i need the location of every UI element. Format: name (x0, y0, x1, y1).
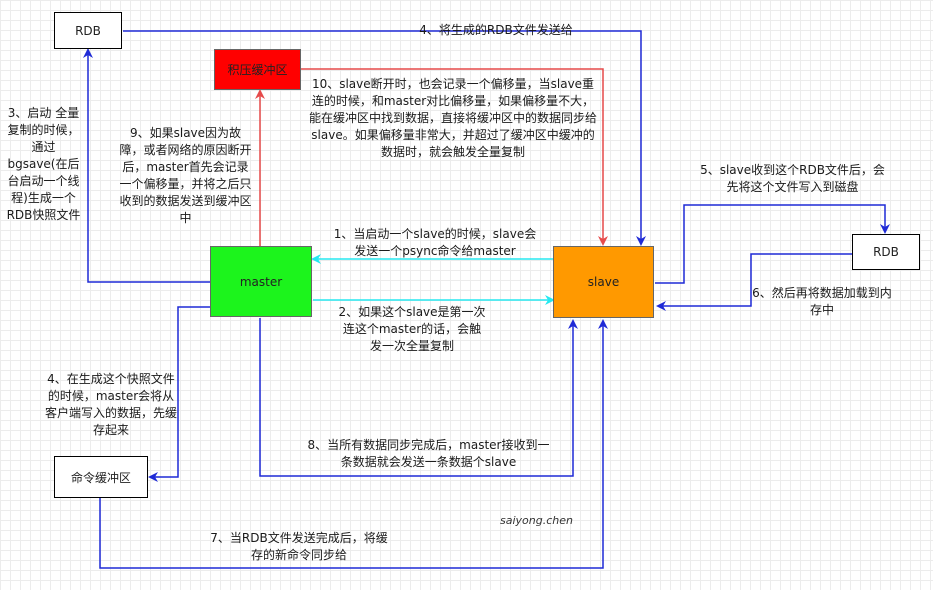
step-8-incremental-note: 8、当所有数据同步完成后，master接收到一条数据就会发送一条数据个slave (307, 438, 550, 469)
step-10-reconnect-note: 10、slave断开时，也会记录一个偏移量，当slave重连的时候，和maste… (308, 77, 597, 159)
slave-node: slave (553, 246, 654, 318)
master-node: master (210, 246, 312, 317)
step-5-write-disk-note: 5、slave收到这个RDB文件后，会先将这个文件写入到磁盘 (700, 163, 885, 194)
step-2-fullsync-note: 2、如果这个slave是第一次连这个master的话，会触发一次全量复制 (338, 305, 486, 353)
rdb-slave-label: RDB (873, 245, 899, 259)
arrow-slave-to-rdb (655, 204, 890, 284)
command-buffer-label: 命令缓冲区 (70, 470, 131, 485)
step-3-bgsave-note: 3、启动 全量复制的时候，通过bgsave(在后台启动一个线程)生成一个RDB快… (6, 106, 81, 222)
arrow-master-to-rdb (83, 48, 210, 283)
rdb-master-node: RDB (54, 12, 122, 49)
author-signature: saiyong.chen (500, 514, 573, 527)
backlog-buffer-node: 积压缓冲区 (214, 49, 301, 90)
slave-label: slave (587, 275, 620, 289)
rdb-master-label: RDB (75, 23, 101, 38)
step-1-psync-note: 1、当启动一个slave的时候，slave会发送一个psync命令给master (333, 227, 537, 258)
arrow-master-to-slave-incremental (259, 318, 578, 477)
arrow-rdb-to-slave-load (656, 253, 852, 311)
arrow-cmdbuffer-to-slave (99, 319, 608, 569)
step-4-send-rdb-note: 4、将生成的RDB文件发送给 (419, 23, 573, 37)
step-7-sync-cached-note: 7、当RDB文件发送完成后，将缓存的新命令同步给 (210, 531, 388, 562)
step-6-load-memory-note: 6、然后再将数据加载到内存中 (752, 286, 892, 317)
backlog-buffer-label: 积压缓冲区 (227, 63, 288, 77)
command-buffer-node: 命令缓冲区 (54, 456, 148, 498)
step-9-disconnect-note: 9、如果slave因为故障，或者网络的原因断开后，master首先会记录一个偏移… (119, 126, 252, 225)
arrow-backlog-to-slave (301, 68, 608, 246)
arrow-master-to-cmdbuffer (148, 306, 210, 482)
rdb-slave-node: RDB (852, 234, 920, 270)
step-4-cache-writes-note: 4、在生成这个快照文件的时候，master会将从客户端写入的数据，先缓存起来 (45, 372, 178, 437)
master-label: master (239, 274, 283, 289)
arrow-rdb-to-slave (123, 30, 646, 246)
